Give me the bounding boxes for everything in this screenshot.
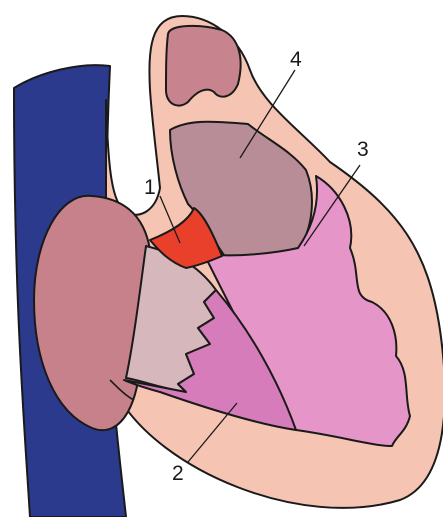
label-1: 1 <box>144 176 156 199</box>
label-4: 4 <box>290 48 302 71</box>
label-2: 2 <box>172 462 184 485</box>
label-3: 3 <box>357 138 369 161</box>
